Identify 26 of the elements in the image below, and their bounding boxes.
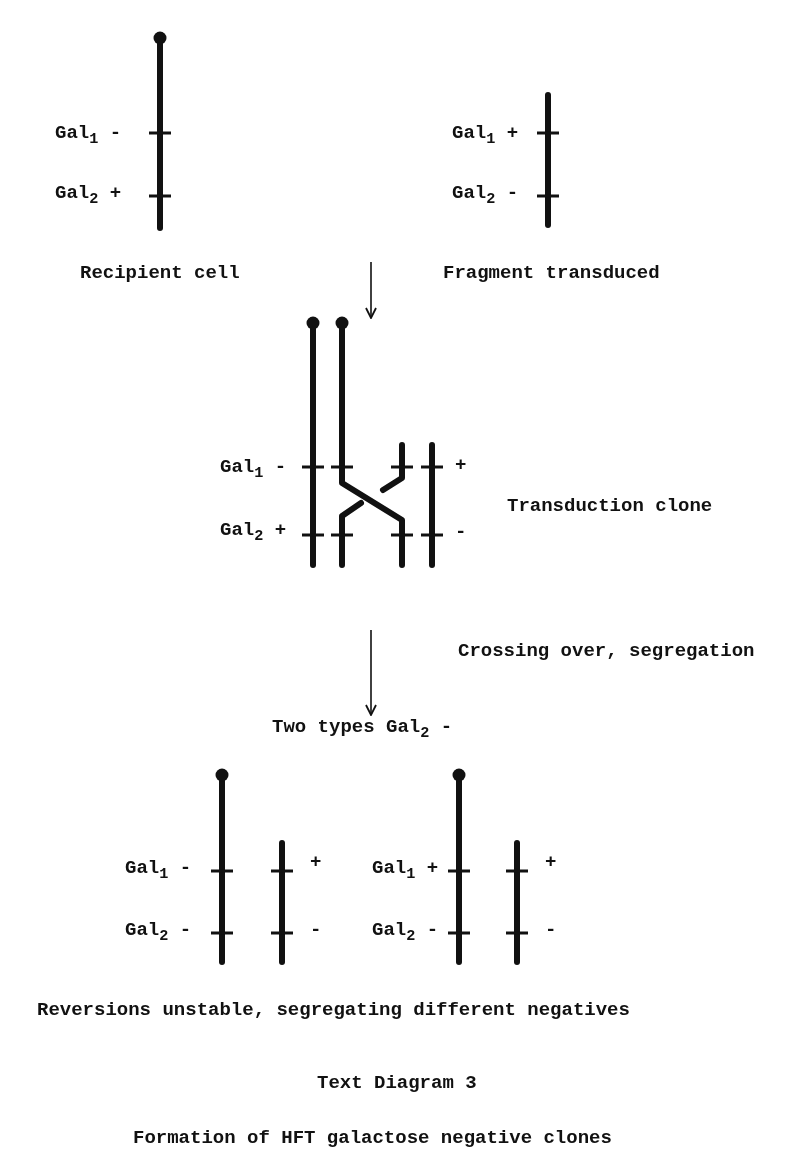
caption-label: Transduction clone — [507, 494, 713, 518]
gene-label: Gal$_{1}$ - — [220, 455, 287, 479]
gene-label: Gal$_{2}$ - — [452, 181, 519, 205]
gene-label: + — [310, 850, 322, 874]
gene-label: Gal$_{2}$ + — [220, 518, 287, 542]
gene-label: - — [310, 918, 322, 942]
gene-label: Gal$_{2}$ - — [372, 918, 439, 942]
gene-label: Gal$_{2}$ - — [125, 918, 192, 942]
gene-label: - — [545, 918, 557, 942]
gene-label: Reversions unstable, segregating different negatives — [37, 998, 630, 1022]
caption-label: Fragment transduced — [443, 261, 660, 285]
gene-label: Text Diagram 3 — [317, 1071, 477, 1095]
gene-label: + — [455, 453, 467, 477]
gene-label: + — [545, 850, 557, 874]
gene-label: Gal$_{2}$ + — [55, 181, 122, 205]
caption-label: Recipient cell — [80, 261, 240, 285]
edge-label: Crossing over, segregation — [458, 639, 755, 663]
gene-label: Gal$_{1}$ - — [55, 121, 122, 145]
gene-label: Gal$_{1}$ + — [452, 121, 519, 145]
gene-label: Gal$_{1}$ + — [372, 856, 439, 880]
arrow — [365, 629, 377, 716]
text-label: Two types Gal$_{2}$ - — [272, 715, 453, 739]
caption: Formation of HFT galactose negative clones — [133, 1126, 612, 1150]
gene-label: - — [455, 520, 467, 544]
arrow — [365, 261, 377, 319]
gene-label: Gal$_{1}$ - — [125, 856, 192, 880]
